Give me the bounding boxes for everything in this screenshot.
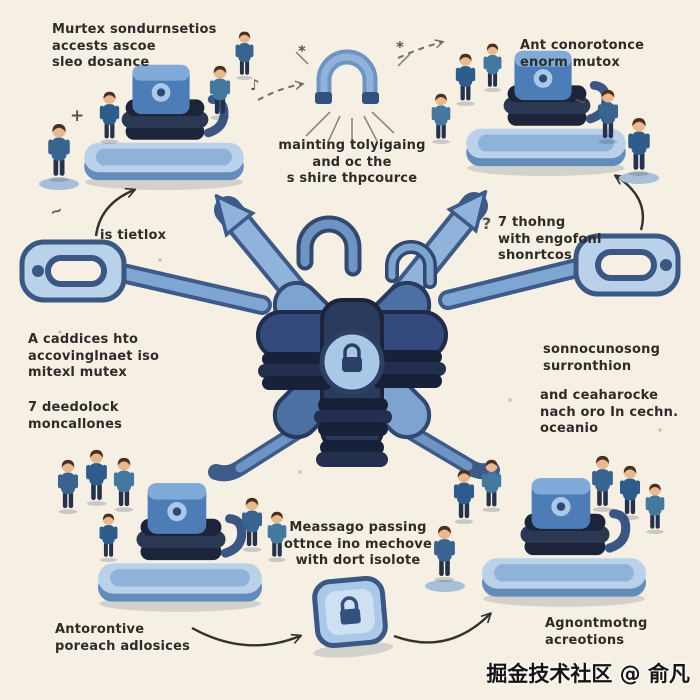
label-left-mid: is tietlox [100,228,167,243]
person-figure [453,469,475,524]
label-bottom-left: Antorontive poreach adlosices [55,622,191,654]
disk-stacks [258,350,446,467]
right-lock [573,233,681,297]
person-figure [57,459,79,514]
person-figure [455,53,476,106]
magnet-rays [295,51,411,146]
label-bottom-right: Agnontmotng acreotions [545,616,648,648]
hook-icons [296,215,437,289]
person-figure [592,455,613,512]
label-right-mid: 7 thohng with engofonl shonrtcos [498,215,602,264]
platform-bottom-right [482,478,646,606]
left-lock [19,239,127,303]
label-right-b: and ceaharocke nach oro In cechn. oceani… [540,388,679,437]
music-note-icon: ♪ [250,76,260,94]
label-left-a: A caddices hto accovinglnaet iso mitexl … [28,332,160,381]
label-top-left: Murtex sondurnsetios accests ascoe sleo … [52,22,217,71]
person-figure [628,118,650,176]
person-figure [99,513,118,562]
person-figure [113,457,135,512]
figure-pad [425,580,465,592]
person-figure [86,449,107,506]
person-figure [241,497,263,552]
person-figure [48,124,70,182]
watermark-text: 掘金技术社区 @ 俞凡 [486,662,690,686]
figure-pad [39,178,79,190]
central-knot [256,215,448,467]
label-top-right: Ant conorotonce enorm mutox [520,38,645,70]
sparkle-icon: * [396,38,404,56]
center-lock-medallion [319,329,385,395]
person-figure [431,93,451,144]
figure-pad [619,172,659,184]
plus-doodle-icon: + [70,106,85,126]
people [39,31,665,592]
message-tile [312,575,394,658]
magnet-icon [295,49,411,146]
question-doodle-icon: ? [482,214,492,233]
label-right-a: sonnocunosong surronthion [543,342,661,374]
label-left-b: 7 deedolock moncallones [28,400,123,432]
person-figure [235,31,254,80]
person-figure [99,91,120,144]
person-figure [645,483,665,534]
dashed-arrows [257,42,442,101]
person-figure [483,43,502,92]
sparkle-icon: * [298,42,306,60]
speckles [58,258,662,474]
label-bottom-center: Meassago passing ottnce ino mechove with… [284,520,432,569]
label-center-top: mainting tolyigaing and oc the s shire t… [278,138,426,187]
